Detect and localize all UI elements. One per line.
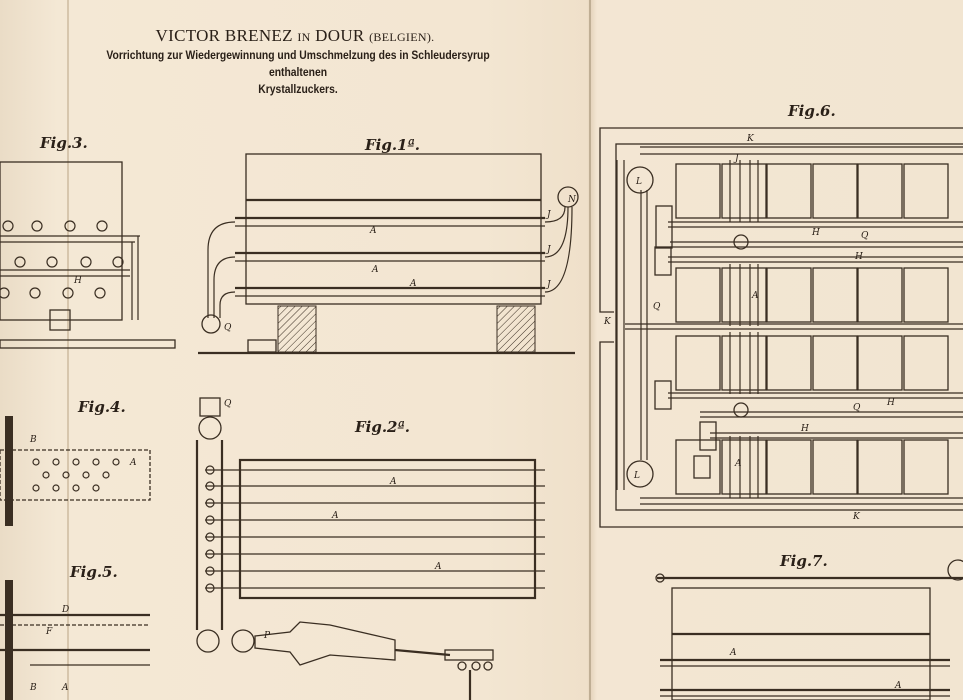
fig2a-label: Fig.2ª. [354,418,410,436]
part-label: L [633,471,640,481]
figure-4: Fig.4. B A [0,398,151,526]
inventor-name: VICTOR BRENEZ [155,26,293,45]
part-label: Q [853,403,861,413]
country: (BELGIEN). [369,30,435,44]
part-label: H [811,228,820,238]
fig5-label: Fig.5. [69,563,118,581]
part-label: J [545,280,552,290]
patent-subtitle: Vorrichtung zur Wiedergewinnung und Umsc… [91,48,505,99]
fig3-label: Fig.3. [39,134,88,152]
part-label: A [331,511,339,521]
part-label: A [751,291,759,301]
part-label: J [545,210,552,220]
part-label: Q [653,302,661,312]
in-word: IN [297,30,311,44]
place: DOUR [315,26,365,45]
part-label: A [389,477,397,487]
fig6-label: Fig.6. [787,102,836,120]
figure-5: Fig.5. D F B A [0,563,150,700]
part-label: Q [224,323,232,333]
part-label: A [409,279,417,289]
subtitle-line-2: Krystallzuckers. [258,84,338,96]
figure-1a: Fig.1ª. A A A J J J N Q [198,136,579,355]
part-label: J [545,245,552,255]
part-label: A [61,683,69,693]
part-label: A [434,562,442,572]
part-label: A [371,265,379,275]
figure-7: Fig.7. A A [655,552,963,700]
part-label: H [854,252,863,262]
part-label: K [746,134,755,144]
part-label: B [29,683,37,693]
part-label: D [61,605,69,615]
part-label: A [894,681,902,691]
figure-2a: Fig.2ª. A A A Q P [195,397,545,700]
part-label: A [734,459,742,469]
part-label: A [729,648,737,658]
part-label: A [369,226,377,236]
part-label: B [29,435,37,445]
part-label: H [886,398,895,408]
part-label: K [603,317,612,327]
fig4-label: Fig.4. [77,398,126,416]
part-label: Q [224,399,232,409]
part-label: K [852,512,861,522]
figure-3: Fig.3. H [0,134,176,349]
subtitle-line-1: Vorrichtung zur Wiedergewinnung und Umsc… [106,50,490,79]
part-label: Q [861,231,869,241]
part-label: H [800,424,809,434]
part-label: J [733,154,740,164]
part-label: L [635,177,642,187]
figure-6: Fig.6. [599,102,963,528]
part-label: H [73,276,82,286]
part-label: P [263,631,271,641]
fig1a-label: Fig.1ª. [364,136,420,154]
fig7-label: Fig.7. [779,552,828,570]
inventor-heading: VICTOR BRENEZ IN DOUR (BELGIEN). [0,26,590,46]
part-label: F [45,627,53,637]
part-label: A [129,458,137,468]
part-label: N [567,195,577,205]
